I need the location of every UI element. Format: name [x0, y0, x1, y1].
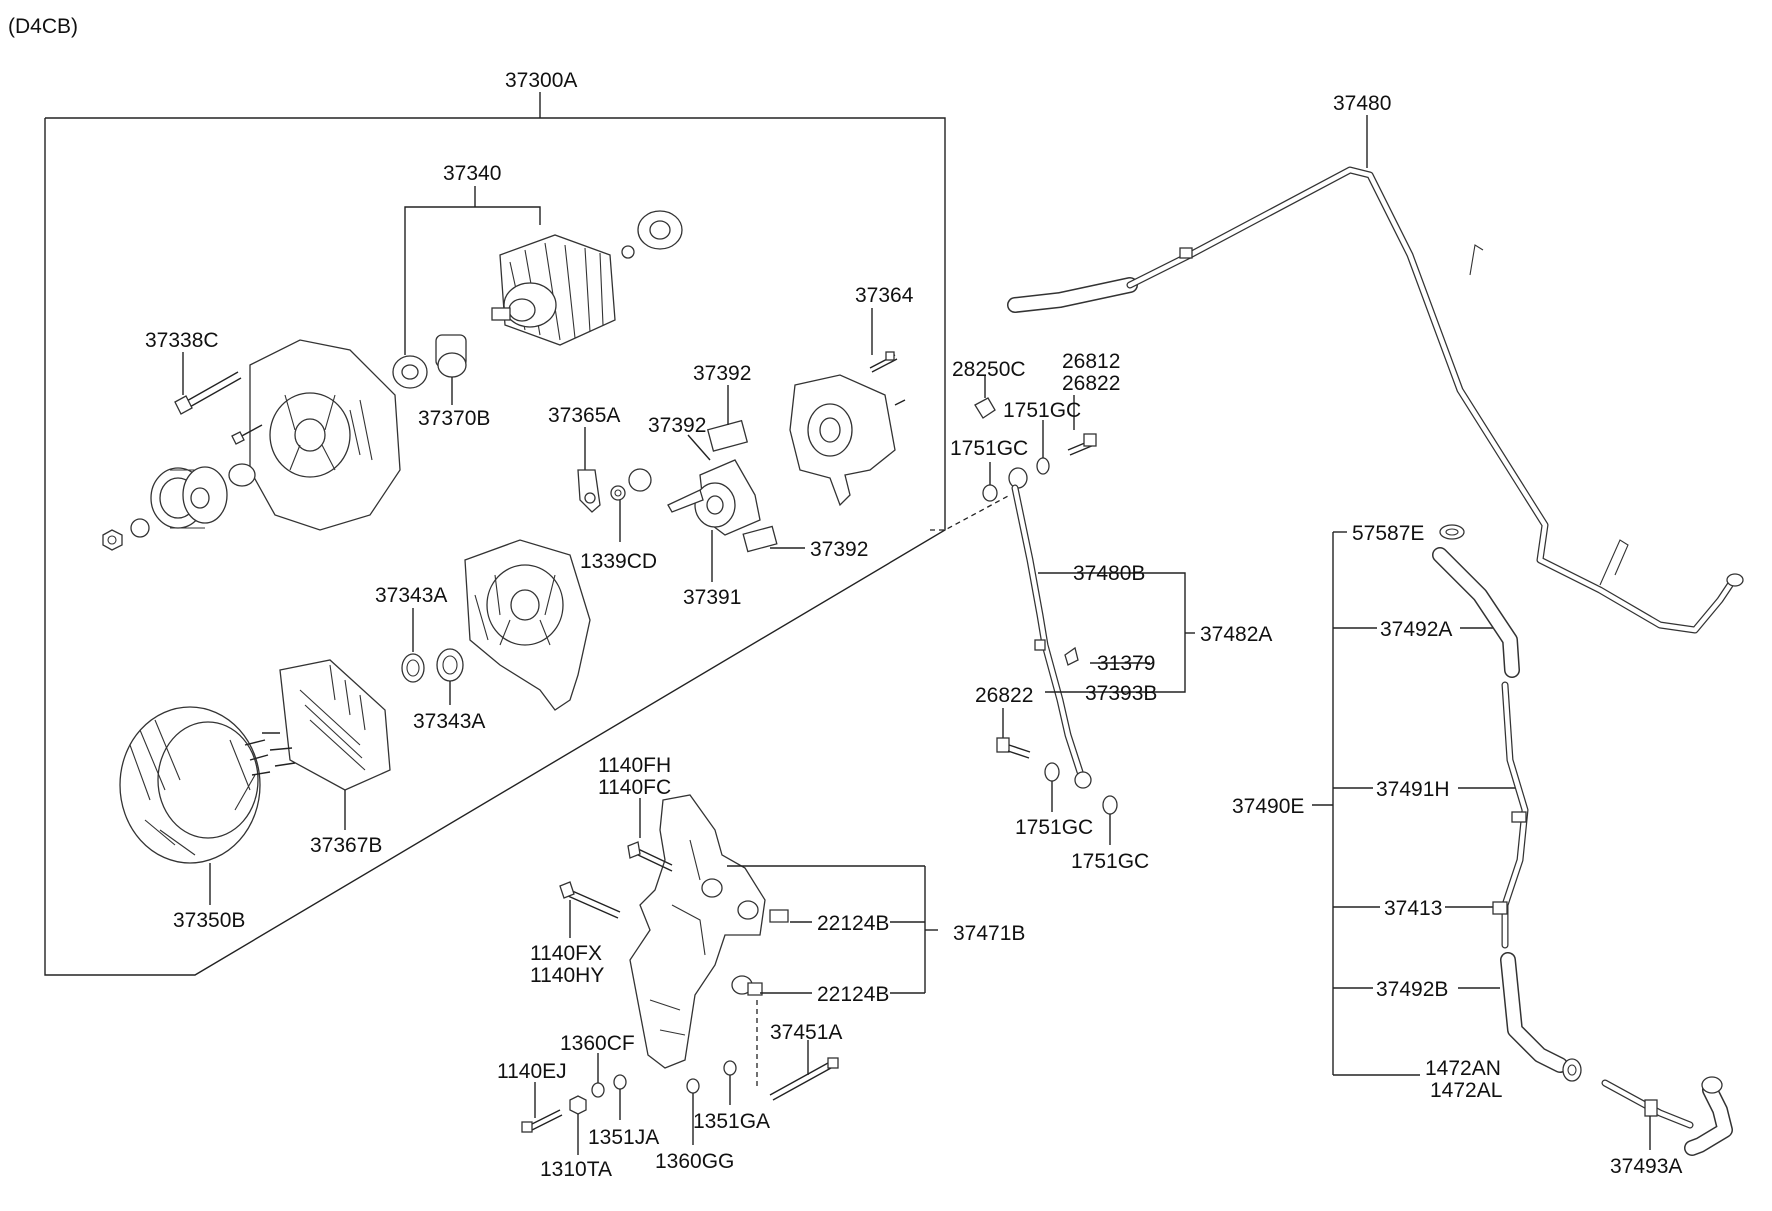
- label-1310TA: 1310TA: [540, 1158, 612, 1181]
- label-1140FC: 1140FC: [598, 776, 671, 799]
- engine-code: (D4CB): [8, 15, 78, 38]
- label-37493A: 37493A: [1610, 1155, 1682, 1178]
- label-37340: 37340: [443, 162, 501, 185]
- label-1360GG: 1360GG: [655, 1150, 734, 1173]
- label-1751GC-c: 1751GC: [1015, 816, 1093, 839]
- label-1751GC-a: 1751GC: [1003, 399, 1081, 422]
- label-37392-b: 37392: [648, 414, 706, 437]
- terminal-37365A-part: [577, 427, 652, 542]
- label-1351GA: 1351GA: [693, 1110, 770, 1133]
- washer-1360CF-part: [591, 1053, 605, 1098]
- label-37393B: 37393B: [1085, 682, 1157, 705]
- label-22124B-a: 22124B: [817, 912, 889, 935]
- nut-1310TA-part: [569, 1095, 587, 1155]
- label-57587E: 57587E: [1352, 522, 1424, 545]
- rear-housing-part: [464, 539, 591, 711]
- clamp-57587E-part: [1439, 524, 1465, 540]
- label-37343A-b: 37343A: [413, 710, 485, 733]
- rectifier-part: [262, 659, 391, 830]
- screw-37364-part: [869, 308, 898, 373]
- clamp-1472AN-part: [1562, 1058, 1582, 1082]
- label-1360CF: 1360CF: [560, 1032, 635, 1055]
- label-37413: 37413: [1384, 897, 1442, 920]
- rear-cover-part: [789, 374, 906, 507]
- rings-37343A-part: [401, 608, 464, 705]
- label-37392-c: 37392: [810, 538, 868, 561]
- bolt-37451A-part: [756, 1000, 839, 1101]
- slip-ring-part: [392, 334, 467, 405]
- washer-1351JA-part: [613, 1074, 627, 1120]
- stator-part: [119, 706, 271, 905]
- label-1140HY: 1140HY: [530, 964, 604, 987]
- vacuum-hose-37480-part: [1007, 115, 1744, 634]
- rotor-assembly-part: [491, 210, 683, 346]
- small-screw-part: [231, 424, 263, 445]
- bolt-1140FH-part: [627, 798, 673, 872]
- alternator-bracket-part: [629, 794, 789, 1069]
- label-37492B: 37492B: [1376, 978, 1448, 1001]
- label-37300A: 37300A: [505, 69, 577, 92]
- label-37365A: 37365A: [548, 404, 620, 427]
- label-37364: 37364: [855, 284, 914, 307]
- label-1472AL: 1472AL: [1430, 1079, 1502, 1102]
- label-28250C: 28250C: [952, 358, 1026, 381]
- pipe-37491H-part: [1501, 681, 1529, 949]
- washer-1751GC-a-part: [1036, 420, 1050, 475]
- front-housing-part: [249, 339, 401, 531]
- label-37343A-a: 37343A: [375, 584, 447, 607]
- washer-1751GC-b-part: [982, 462, 998, 502]
- hose-37492B-part: [1500, 952, 1568, 1073]
- label-22124B-b: 22124B: [817, 983, 889, 1006]
- label-37492A: 37492A: [1380, 618, 1452, 641]
- alternator-assembly-frame: [44, 92, 1011, 976]
- hose-37492A-part: [1432, 547, 1520, 678]
- label-26812: 26812: [1062, 350, 1120, 373]
- label-37480B: 37480B: [1073, 562, 1145, 585]
- label-37482A: 37482A: [1200, 623, 1272, 646]
- bolt-37338C-part: [174, 352, 242, 415]
- label-1339CD: 1339CD: [580, 550, 657, 573]
- label-37367B: 37367B: [310, 834, 382, 857]
- clip-37413-part: [1492, 901, 1508, 915]
- leader-37471B-bracket: [727, 865, 938, 994]
- label-37491H: 37491H: [1376, 778, 1450, 801]
- hose-37493A-part: [1601, 1076, 1733, 1156]
- label-1140FX: 1140FX: [530, 942, 602, 965]
- label-1351JA: 1351JA: [588, 1126, 659, 1149]
- label-37490E: 37490E: [1232, 795, 1304, 818]
- label-37391: 37391: [683, 586, 741, 609]
- leader-37340: [404, 186, 541, 355]
- ground-cable-part: [1008, 467, 1092, 789]
- label-37451A: 37451A: [770, 1021, 842, 1044]
- bolt-1140EJ-part: [521, 1082, 563, 1133]
- label-26822-b: 26822: [975, 684, 1033, 707]
- label-37471B: 37471B: [953, 922, 1025, 945]
- leader-37482A-bracket: [1038, 572, 1195, 693]
- washer-1360GG-part: [686, 1078, 700, 1145]
- label-26822-a: 26822: [1062, 372, 1120, 395]
- label-37480: 37480: [1333, 92, 1391, 115]
- leaders-37392: [687, 385, 805, 582]
- label-37370B: 37370B: [418, 407, 490, 430]
- washer-1751GC-c-part: [1044, 762, 1060, 812]
- clip-28250C-part: [974, 375, 996, 419]
- bolt-26822-part: [996, 708, 1031, 759]
- leader-37490E-bracket: [1312, 531, 1515, 1076]
- brush-holder-part: [667, 419, 778, 553]
- label-1140EJ: 1140EJ: [497, 1060, 567, 1083]
- label-1751GC-d: 1751GC: [1071, 850, 1149, 873]
- label-37350B: 37350B: [173, 909, 245, 932]
- label-37338C: 37338C: [145, 329, 219, 352]
- washer-1351GA-part: [723, 1060, 737, 1105]
- bolt-1140FX-part: [559, 881, 621, 938]
- label-1472AN: 1472AN: [1425, 1057, 1501, 1080]
- label-1140FH: 1140FH: [598, 754, 671, 777]
- bolt-26812-part: [1067, 395, 1097, 456]
- label-1751GC-b: 1751GC: [950, 437, 1028, 460]
- label-31379: 31379: [1097, 652, 1155, 675]
- pulley-part: [102, 463, 256, 551]
- label-37392-a: 37392: [693, 362, 751, 385]
- washer-1751GC-d-part: [1102, 795, 1118, 845]
